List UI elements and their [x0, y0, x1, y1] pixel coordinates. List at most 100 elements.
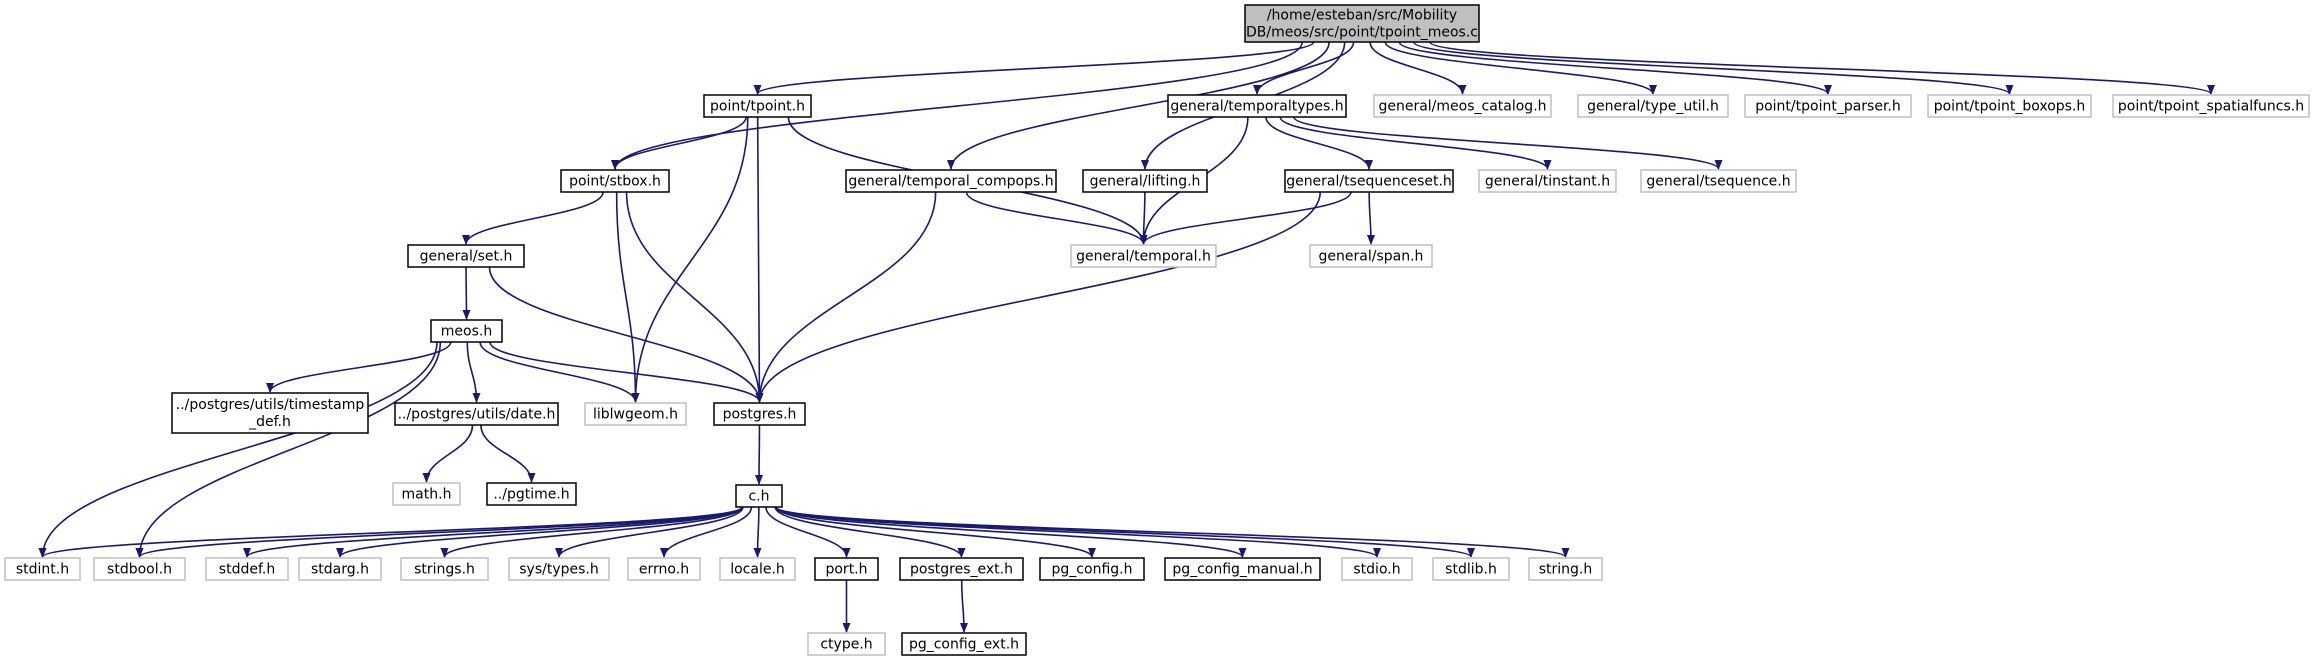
edges-layer: [38, 41, 2215, 633]
node-postgres[interactable]: postgres.h: [713, 402, 806, 426]
node-label-timestamp_def: ../postgres/utils/timestamp: [176, 397, 365, 413]
node-box-stddef: [205, 557, 289, 581]
edge-root-to-temporaltypes: [1253, 41, 1355, 95]
node-box-tsequenceset: [1284, 169, 1454, 193]
node-temporal: general/temporal.h: [1070, 244, 1217, 268]
node-box-pgtime: [486, 482, 577, 506]
node-box-locale: [719, 557, 796, 581]
node-box-pg_config_ext: [901, 632, 1027, 656]
node-pg_config_manual[interactable]: pg_config_manual.h: [1164, 557, 1321, 581]
node-date[interactable]: ../postgres/utils/date.h: [394, 402, 559, 426]
edge-c-to-strings: [440, 506, 743, 558]
edge-tsequenceset-to-postgres: [755, 191, 1322, 403]
node-errno: errno.h: [627, 557, 701, 581]
node-box-tinstant: [1478, 169, 1617, 193]
node-set[interactable]: general/set.h: [407, 244, 525, 268]
node-label-type_util: general/type_util.h: [1587, 99, 1719, 115]
node-c[interactable]: c.h: [735, 484, 783, 508]
edge-c-to-locale: [753, 506, 762, 558]
edge-tsequenceset-to-span: [1366, 191, 1375, 245]
edge-tpoint-to-postgres: [755, 116, 764, 403]
node-label-locale: locale.h: [730, 562, 785, 578]
node-box-postgres: [713, 402, 806, 426]
node-stdint: stdint.h: [4, 557, 81, 581]
node-meos[interactable]: meos.h: [430, 319, 503, 343]
edge-date-to-math: [422, 424, 474, 483]
node-label-stbox: point/stbox.h: [569, 174, 661, 190]
edge-root-to-type_util: [1384, 41, 1657, 95]
edge-c-to-string: [775, 506, 1570, 558]
node-pg_config[interactable]: pg_config.h: [1039, 557, 1145, 581]
node-box-tpoint: [703, 94, 812, 118]
node-root: /home/esteban/src/MobilityDB/meos/src/po…: [1244, 4, 1480, 43]
node-timestamp_def[interactable]: ../postgres/utils/timestamp_def.h: [171, 392, 369, 434]
node-tsequenceset[interactable]: general/tsequenceset.h: [1284, 169, 1454, 193]
edge-meos-to-liblwgeom: [479, 341, 640, 403]
node-label-tsequenceset: general/tsequenceset.h: [1286, 174, 1452, 190]
node-stdio: stdio.h: [1341, 557, 1413, 581]
edge-c-to-pg_config: [775, 506, 1096, 558]
node-pgtime[interactable]: ../pgtime.h: [486, 482, 577, 506]
node-box-timestamp_def: [171, 392, 369, 434]
node-port[interactable]: port.h: [814, 557, 879, 581]
edge-c-to-stdlib: [775, 506, 1475, 558]
node-label-meos_catalog: general/meos_catalog.h: [1378, 99, 1546, 115]
edge-c-to-postgres_ext: [774, 506, 966, 558]
edge-root-to-tpoint: [753, 41, 1315, 95]
node-label-stdarg: stdarg.h: [311, 562, 369, 578]
node-label-c: c.h: [748, 489, 769, 505]
edge-root-to-tpoint_boxops: [1413, 41, 2014, 95]
node-pg_config_ext[interactable]: pg_config_ext.h: [901, 632, 1027, 656]
node-stbox[interactable]: point/stbox.h: [560, 169, 670, 193]
node-box-tpoint_parser: [1744, 94, 1912, 118]
edge-stbox-to-postgres: [625, 191, 764, 403]
node-label-tpoint_spatialfuncs: point/tpoint_spatialfuncs.h: [2118, 99, 2304, 115]
node-box-root: [1244, 4, 1480, 43]
node-label-postgres_ext: postgres_ext.h: [910, 562, 1013, 578]
edge-c-to-errno: [660, 506, 753, 558]
node-stddef: stddef.h: [205, 557, 289, 581]
node-label-timestamp_def: _def.h: [248, 414, 291, 430]
node-label-postgres: postgres.h: [723, 407, 797, 423]
node-label-errno: errno.h: [639, 562, 689, 578]
node-temporaltypes[interactable]: general/temporaltypes.h: [1167, 94, 1347, 118]
node-box-lifting: [1082, 169, 1208, 193]
node-box-stbox: [560, 169, 670, 193]
node-type_util: general/type_util.h: [1577, 94, 1729, 118]
node-label-stdlib: stdlib.h: [1445, 562, 1497, 578]
edge-stbox-to-liblwgeom: [615, 191, 640, 403]
edge-date-to-pgtime: [480, 424, 536, 483]
node-label-span: general/span.h: [1319, 249, 1424, 265]
edge-c-to-stdarg: [336, 506, 743, 558]
node-box-date: [394, 402, 559, 426]
node-label-date: ../postgres/utils/date.h: [398, 407, 556, 423]
node-label-tpoint_parser: point/tpoint_parser.h: [1755, 99, 1901, 115]
node-label-temporal: general/temporal.h: [1076, 249, 1211, 265]
node-postgres_ext[interactable]: postgres_ext.h: [899, 557, 1024, 581]
node-systypes: sys/types.h: [508, 557, 610, 581]
node-lifting[interactable]: general/lifting.h: [1082, 169, 1208, 193]
node-string: string.h: [1528, 557, 1603, 581]
node-label-meos: meos.h: [441, 324, 492, 340]
node-stdlib: stdlib.h: [1432, 557, 1510, 581]
node-box-tpoint_spatialfuncs: [2112, 94, 2310, 118]
edge-root-to-meos_catalog: [1369, 41, 1467, 95]
node-box-tsequence: [1640, 169, 1797, 193]
node-box-strings: [400, 557, 489, 581]
node-label-strings: strings.h: [414, 562, 475, 578]
node-tsequence: general/tsequence.h: [1640, 169, 1797, 193]
node-box-stdarg: [298, 557, 382, 581]
node-label-ctype: ctype.h: [820, 637, 872, 653]
edge-tpoint-to-stbox: [611, 116, 747, 170]
node-tpoint[interactable]: point/tpoint.h: [703, 94, 812, 118]
node-temporal_compops[interactable]: general/temporal_compops.h: [845, 169, 1057, 193]
node-box-temporaltypes: [1167, 94, 1347, 118]
node-label-root: /home/esteban/src/Mobility: [1267, 8, 1457, 24]
node-tinstant: general/tinstant.h: [1478, 169, 1617, 193]
node-label-stddef: stddef.h: [219, 562, 275, 578]
node-meos_catalog: general/meos_catalog.h: [1373, 94, 1552, 118]
node-box-math: [392, 482, 461, 506]
node-box-ctype: [807, 632, 886, 656]
edge-temporaltypes-to-tsequence: [1293, 116, 1723, 170]
